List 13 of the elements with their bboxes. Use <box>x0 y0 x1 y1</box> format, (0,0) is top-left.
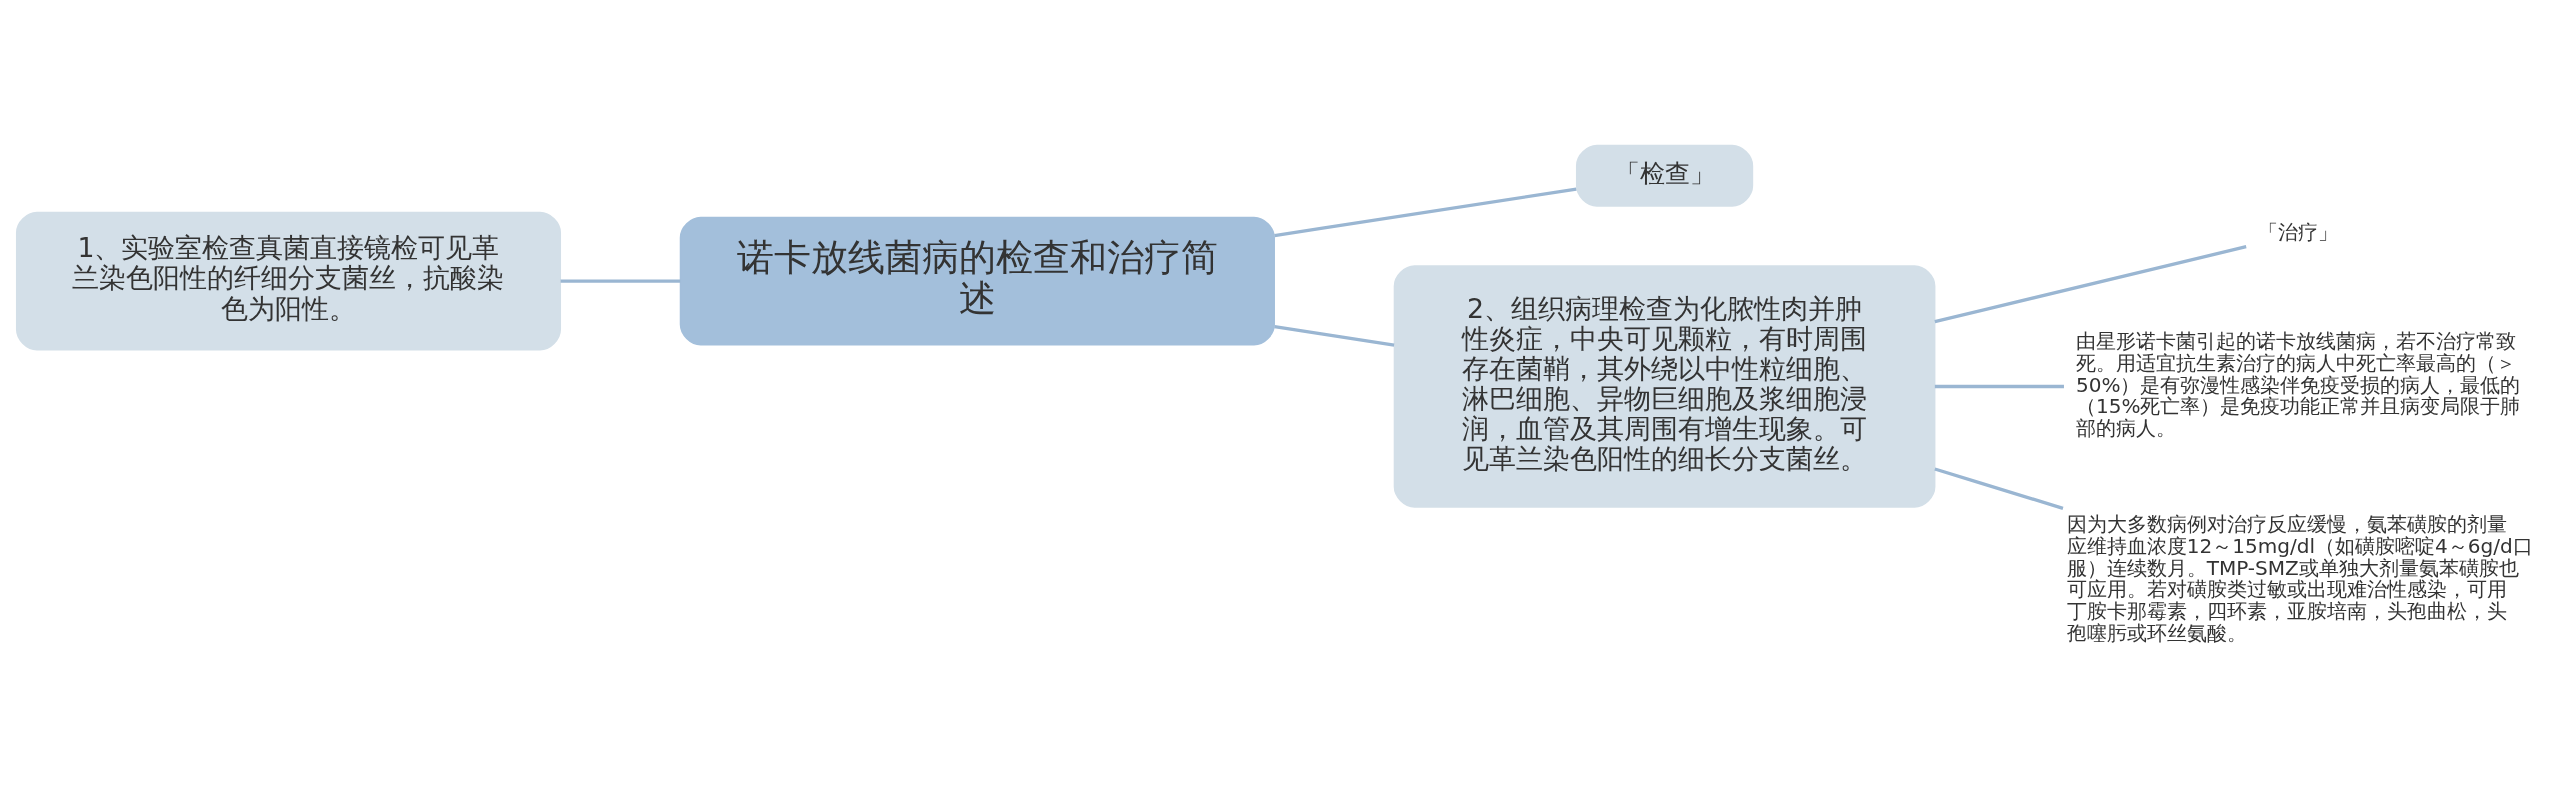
node-box: 2、组织病理检查为化脓性肉并肿性炎症，中央可见颗粒，有时周围存在菌鞘，其外绕以中性粒细胞、淋巴细胞、异物巨细胞及浆细胞浸润，血管及其周围有增生现象。可见革兰染色阳性的细长分支菌丝。 <box>1393 264 1936 508</box>
connector <box>1934 466 2064 510</box>
connector <box>1274 186 1577 237</box>
node-text: 「治疗」 <box>2258 219 2339 244</box>
node-text: 因为大多数病例对治疗反应缓慢，氨苯磺胺的剂量应维持血浓度12～15mg/dl（如磺胺嘧啶4～6g/d口服）连续数月。TMP-SMZ或单独大剂量氨苯磺胺也可应用。若对磺胺类过敏或出现难治性感染，可用丁胺卡那霉素，四环素，亚胺培南，头孢曲松，头孢噻肟或环丝氨酸。 <box>2066 511 2533 645</box>
connector <box>1934 384 2064 388</box>
connector <box>1274 324 1395 347</box>
connector <box>560 278 681 283</box>
node-box: 诺卡放线菌病的检查和治疗简述 <box>679 216 1275 345</box>
node-box: 「检查」 <box>1575 144 1754 207</box>
node-text: 由星形诺卡菌引起的诺卡放线菌病，若不治疗常致死。用适宜抗生素治疗的病人中死亡率最高的（＞50%）是有弥漫性感染伴免疫受损的病人，最低的（15%死亡率）是免疫功能正常并且病变局限于肺部的病人。 <box>2075 328 2521 440</box>
connector <box>1934 244 2247 323</box>
node-box: 1、实验室检查真菌直接镜检可见革兰染色阳性的纤细分支菌丝，抗酸染色为阳性。 <box>15 211 562 350</box>
